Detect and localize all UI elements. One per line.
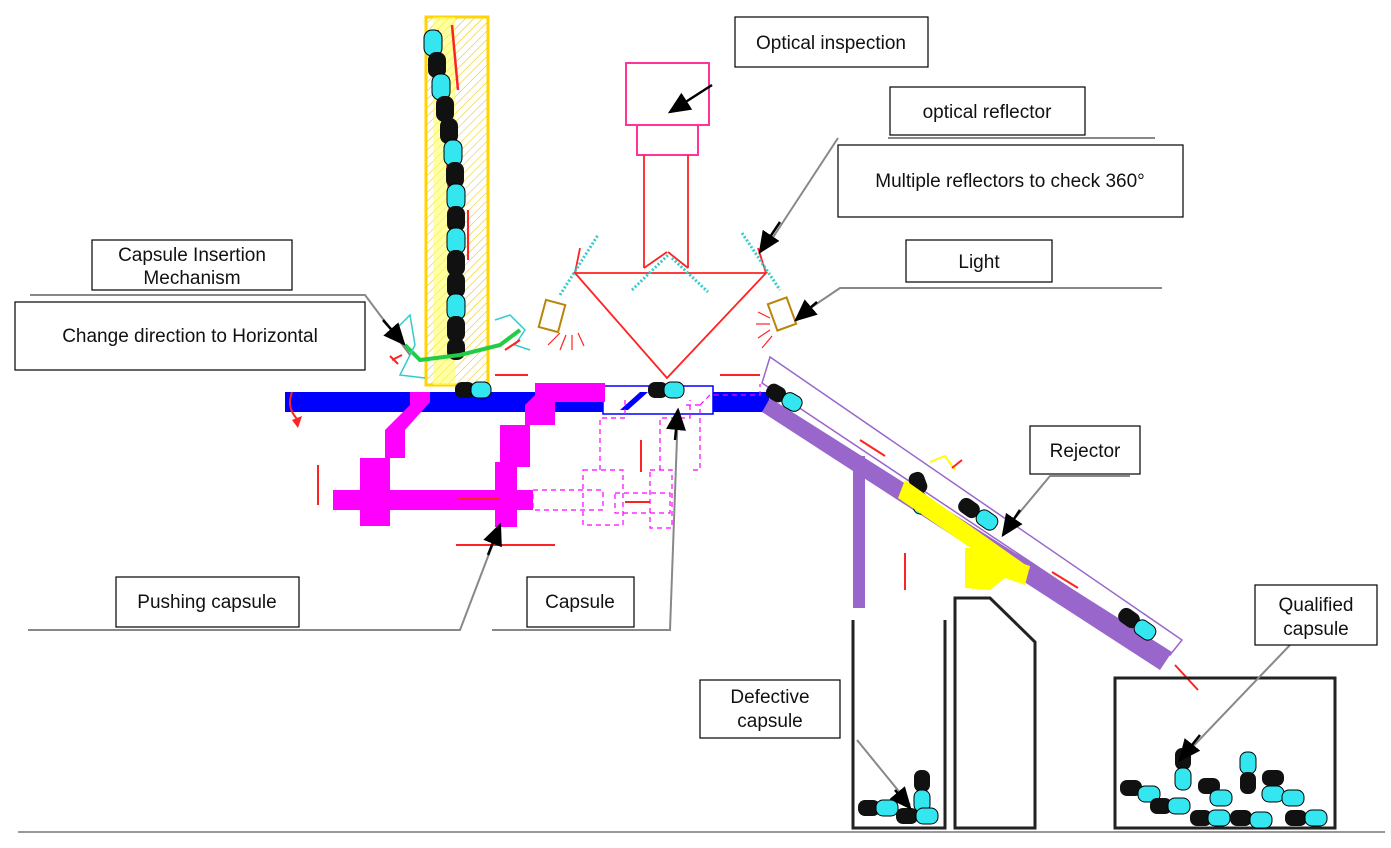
beam-rays-right bbox=[756, 311, 773, 349]
label-optical-inspection: Optical inspection bbox=[734, 16, 929, 68]
table-capsules bbox=[455, 381, 685, 399]
label-capsule: Capsule bbox=[526, 576, 635, 628]
leader-arrowheads bbox=[382, 83, 1201, 810]
label-capsule-text: Capsule bbox=[545, 592, 615, 613]
label-capsule-insertion-line1: Capsule Insertion bbox=[118, 245, 266, 266]
label-change-direction-text: Change direction to Horizontal bbox=[62, 326, 318, 347]
pusher-mechanism bbox=[333, 383, 605, 527]
optical-beams bbox=[573, 155, 769, 380]
pusher-motion-arrows bbox=[317, 440, 650, 546]
label-optical-inspection-text: Optical inspection bbox=[756, 33, 906, 54]
label-rejector-text: Rejector bbox=[1050, 441, 1121, 462]
rejector-housing bbox=[953, 596, 1037, 830]
qualified-bin bbox=[1113, 676, 1337, 830]
label-light: Light bbox=[905, 239, 1053, 283]
defective-bin bbox=[851, 620, 947, 830]
label-qualified-capsule: Qualified capsule bbox=[1254, 584, 1378, 646]
label-pushing-capsule: Pushing capsule bbox=[115, 576, 300, 628]
rejector-shape bbox=[898, 454, 1030, 590]
label-change-direction: Change direction to Horizontal bbox=[14, 301, 366, 371]
label-capsule-insertion: Capsule Insertion Mechanism bbox=[91, 239, 293, 291]
label-multiple-reflectors-text: Multiple reflectors to check 360° bbox=[875, 171, 1145, 192]
label-optical-reflector-text: optical reflector bbox=[923, 102, 1053, 123]
label-capsule-insertion-line2: Mechanism bbox=[143, 268, 240, 289]
lamp-right bbox=[766, 296, 798, 332]
hopper-capsule-stack bbox=[423, 29, 466, 360]
label-multiple-reflectors: Multiple reflectors to check 360° bbox=[837, 144, 1184, 218]
camera-housing bbox=[625, 62, 710, 156]
label-defective-capsule: Defective capsule bbox=[699, 679, 841, 739]
label-defective-line1: Defective bbox=[730, 687, 809, 708]
label-rejector: Rejector bbox=[1029, 425, 1141, 475]
label-light-text: Light bbox=[958, 252, 1000, 273]
reflector-mirrors bbox=[558, 232, 782, 296]
label-defective-line2: capsule bbox=[737, 711, 803, 732]
beam-rays-left bbox=[547, 332, 585, 351]
label-qualified-line1: Qualified bbox=[1279, 595, 1354, 616]
chute-capsules bbox=[765, 383, 1157, 641]
insertion-mechanism-shape bbox=[389, 313, 531, 379]
defective-capsules bbox=[858, 770, 939, 825]
label-qualified-line2: capsule bbox=[1283, 619, 1349, 640]
label-optical-reflector: optical reflector bbox=[889, 86, 1086, 136]
qualified-capsules bbox=[1120, 748, 1328, 829]
label-pushing-capsule-text: Pushing capsule bbox=[137, 592, 276, 613]
lamp-left bbox=[537, 298, 567, 334]
